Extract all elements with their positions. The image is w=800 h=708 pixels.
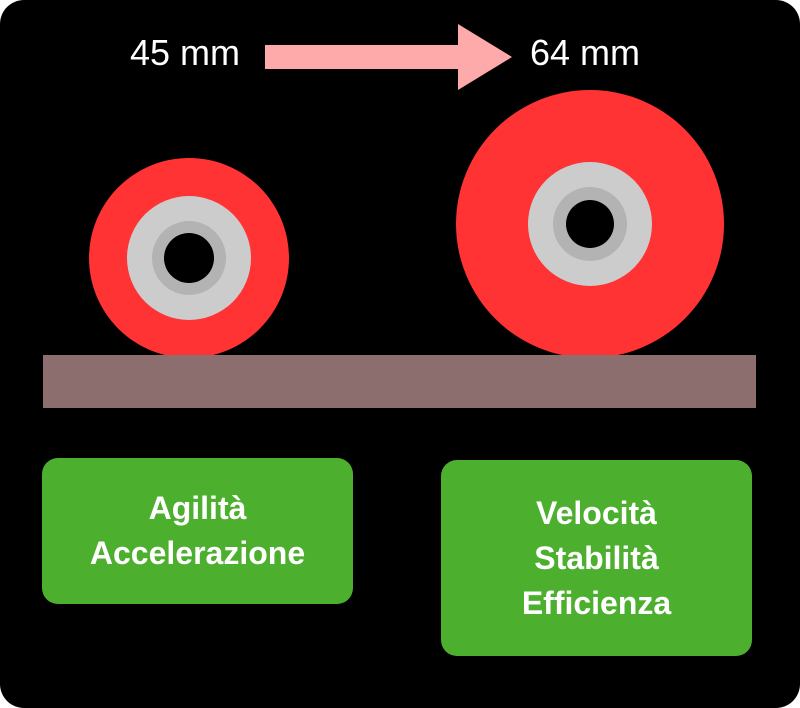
small-wheel-traits-box: Agilità Accelerazione	[42, 458, 353, 604]
arrow-right-icon	[265, 24, 512, 90]
large-wheel-traits-box: Velocità Stabilità Efficienza	[441, 460, 752, 656]
small-wheel	[89, 158, 289, 358]
large-wheel-axle-hole	[566, 200, 614, 248]
ground-surface	[43, 355, 756, 408]
small-wheel-axle-hole	[164, 233, 214, 283]
trait-acceleration: Accelerazione	[89, 535, 306, 571]
trait-agility: Agilità	[148, 490, 247, 526]
large-wheel-traits-text: Velocità Stabilità Efficienza	[522, 491, 671, 626]
small-wheel-size-label: 45 mm	[130, 32, 241, 73]
trait-efficiency: Efficienza	[521, 584, 672, 621]
large-wheel-size-label: 64 mm	[530, 32, 641, 73]
small-wheel-traits-text: Agilità Accelerazione	[90, 486, 305, 576]
trait-stability: Stabilità	[534, 539, 659, 576]
large-wheel	[456, 90, 724, 358]
trait-speed: Velocità	[536, 494, 657, 531]
arrow-shape	[265, 24, 512, 90]
